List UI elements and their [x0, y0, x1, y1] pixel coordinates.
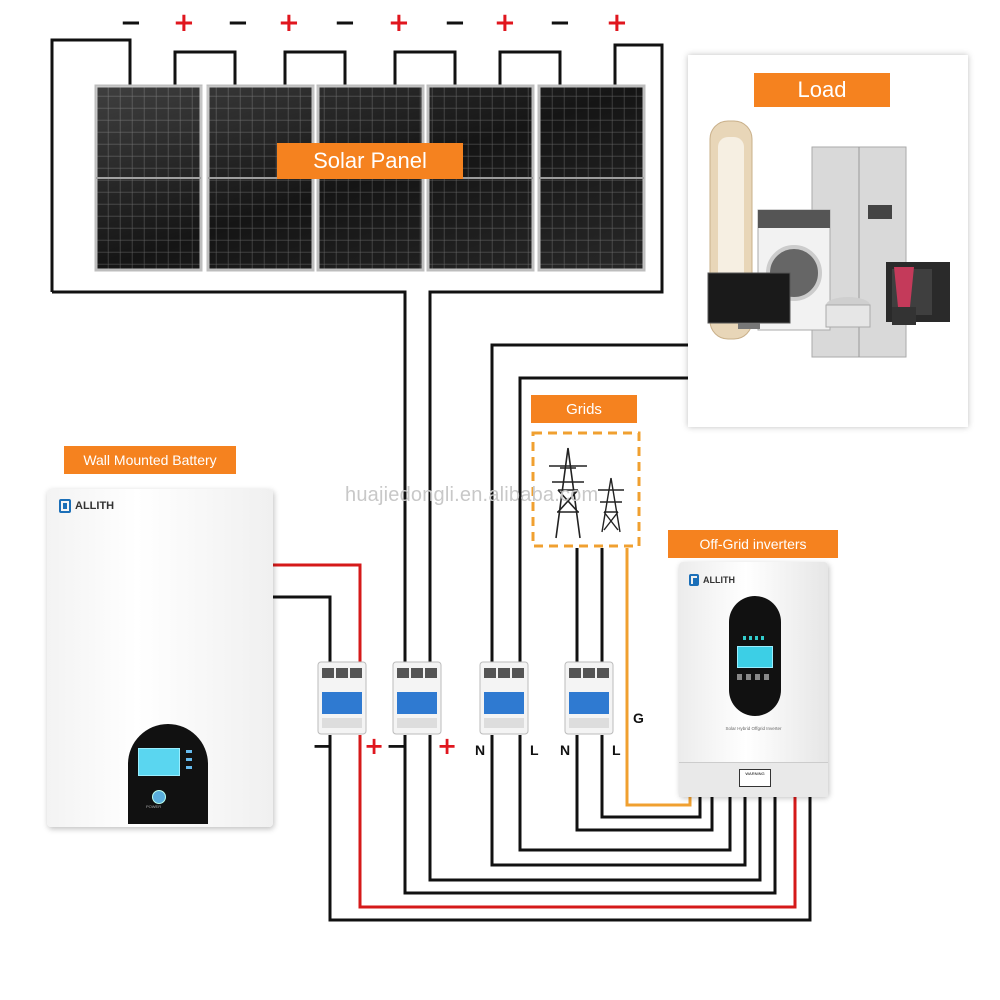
panel-polarity-6: + [388, 8, 410, 38]
inverter-bottom-bar: WARNING [679, 762, 828, 797]
battery-brand-logo: ALLITH [59, 499, 114, 513]
battery-display-panel: POWER [128, 724, 208, 824]
breaker1-plus-label: + [364, 732, 385, 760]
ground-label: G [633, 710, 644, 726]
panel-polarity-8: + [494, 8, 516, 38]
panel-polarity-4: + [278, 8, 300, 38]
inverter-caption: Solar Hybrid Offgrid Inverter [725, 726, 782, 731]
panel-polarity-9: − [549, 8, 571, 38]
panel-polarity-10: + [606, 8, 628, 38]
brand-mark-icon [59, 499, 71, 513]
breaker-4 [564, 661, 614, 735]
panel-polarity-2: + [173, 8, 195, 38]
inverter-wires [328, 735, 812, 922]
inverter-brand-logo: ALLITH [689, 574, 735, 586]
breaker4-l-label: L [612, 742, 621, 758]
load-label: Load [754, 73, 890, 107]
inverter-warning-label: WARNING [739, 769, 771, 787]
brand-mark-icon [689, 574, 699, 586]
load-wires [490, 343, 688, 665]
inverter-buttons[interactable] [737, 674, 771, 680]
breaker2-minus-label: − [386, 732, 407, 760]
panel-polarity-7: − [444, 8, 466, 38]
battery-lcd-screen [138, 748, 180, 776]
inverter-warning-text: WARNING [745, 771, 765, 776]
battery-brand-text: ALLITH [75, 500, 115, 512]
television-icon [707, 272, 791, 329]
grids-label: Grids [531, 395, 637, 423]
rice-cooker-icon [825, 297, 871, 328]
transmission-tower-small-icon [598, 477, 624, 533]
grid-wires [575, 548, 692, 807]
inverter-brand-text: ALLITH [703, 575, 735, 585]
battery-power-label: POWER [146, 804, 162, 809]
solar-panel-label: Solar Panel [277, 143, 463, 179]
inverter-lcd-screen [737, 646, 773, 668]
breaker3-l-label: L [530, 742, 539, 758]
breaker-1 [317, 661, 367, 735]
panel-polarity-3: − [227, 8, 249, 38]
panel-polarity-1: − [120, 8, 142, 38]
breaker-2 [392, 661, 442, 735]
breaker2-plus-label: + [437, 732, 458, 760]
battery-power-button[interactable] [152, 790, 166, 804]
battery-wires [273, 563, 362, 665]
wall-mounted-battery: ALLITH POWER [47, 489, 273, 827]
panel-wires [50, 38, 664, 665]
off-grid-inverter: ALLITH Solar Hybrid Offgrid Inverter WAR… [679, 562, 828, 797]
breaker1-minus-label: − [312, 732, 333, 760]
battery-status-leds [186, 750, 192, 774]
breaker3-n-label: N [475, 742, 486, 758]
appliances-illustration [707, 120, 950, 358]
breaker4-n-label: N [560, 742, 571, 758]
watermark: huajiedongli.en.alibaba.com [345, 484, 599, 506]
inverter-control-panel [729, 596, 781, 716]
inverter-label: Off-Grid inverters [668, 530, 838, 558]
inverter-status-leds [743, 636, 765, 640]
transmission-tower-icon [549, 447, 587, 539]
blender-icon [892, 267, 916, 325]
load-panel [688, 55, 968, 427]
panel-polarity-5: − [334, 8, 356, 38]
grid-box [531, 431, 641, 548]
breaker-3 [479, 661, 529, 735]
wall-battery-label: Wall Mounted Battery [64, 446, 236, 474]
